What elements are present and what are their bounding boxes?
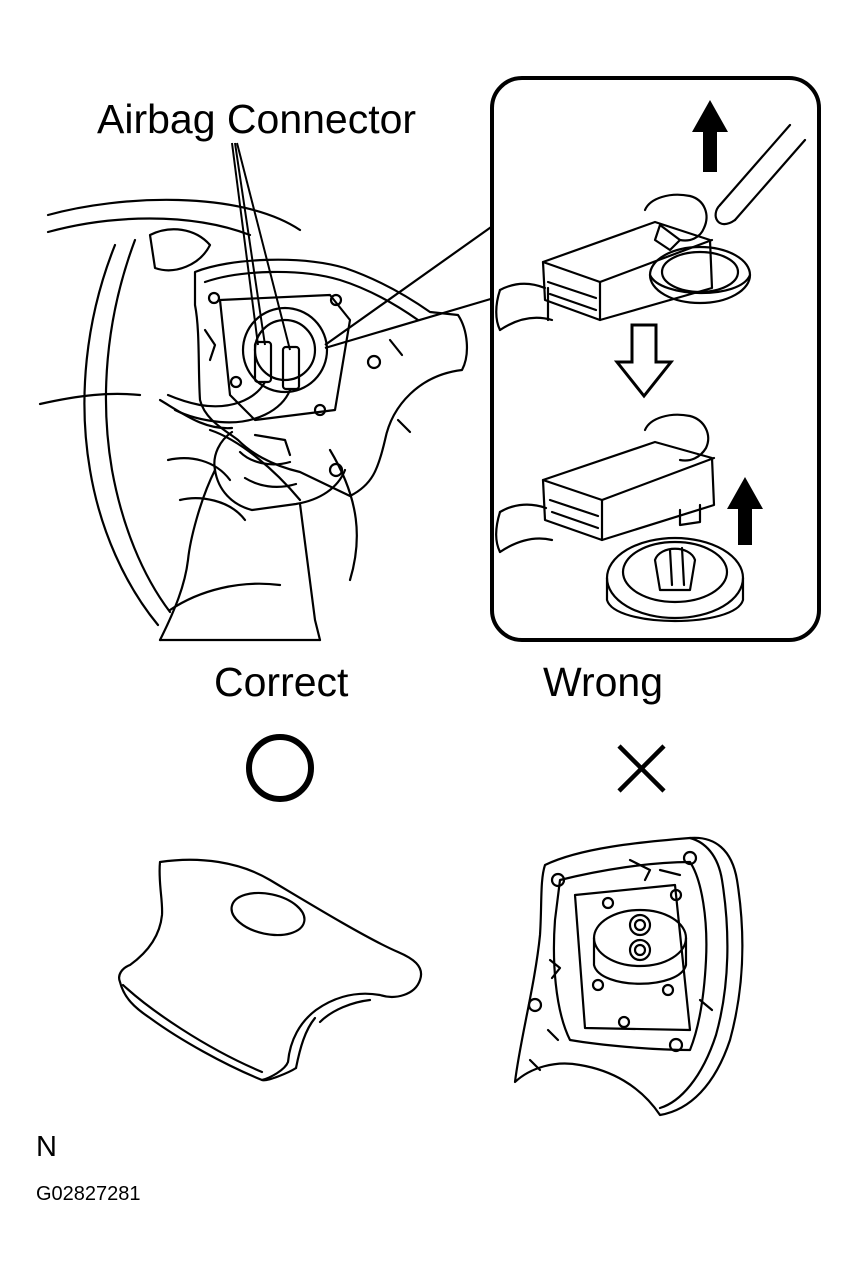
arrow-down-outline-icon xyxy=(613,323,675,399)
x-mark-icon xyxy=(617,744,666,793)
airbag-connector-leader-lines xyxy=(231,142,291,351)
airbag-connector-label: Airbag Connector xyxy=(97,96,417,142)
circle-icon xyxy=(246,734,314,802)
arrow-up-icon xyxy=(727,477,763,545)
wrong-label: Wrong xyxy=(543,659,664,705)
airbag-pad-face-up xyxy=(118,858,423,1082)
airbag-pad-face-down xyxy=(513,836,744,1117)
steering-wheel-illustration xyxy=(38,198,468,642)
figure-code: G02827281 xyxy=(36,1183,141,1205)
correct-label: Correct xyxy=(214,659,349,705)
detail-callout-lines xyxy=(324,224,495,350)
arrow-up-icon xyxy=(692,100,728,172)
orientation-label: N xyxy=(36,1131,57,1163)
detail-inset xyxy=(490,76,821,642)
